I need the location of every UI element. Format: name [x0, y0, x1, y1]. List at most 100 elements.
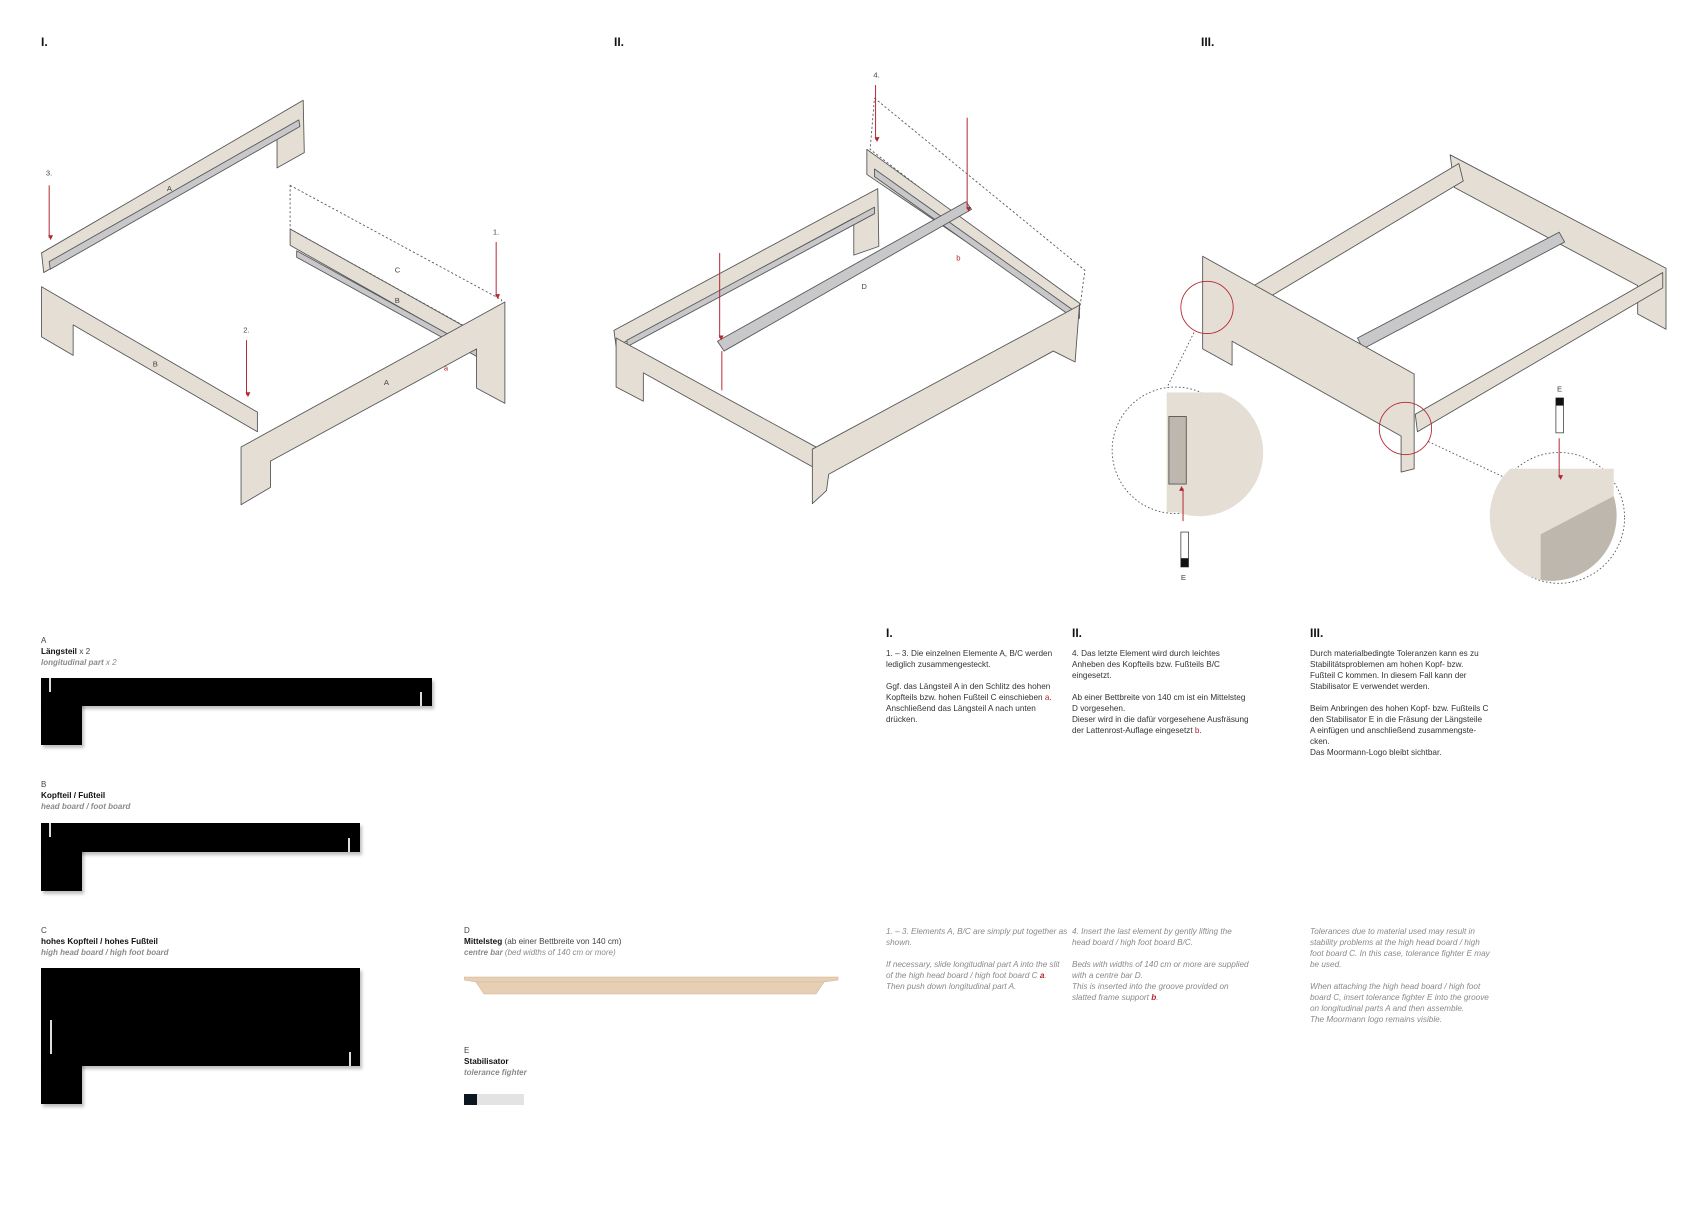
part-label: A	[384, 378, 390, 387]
part-qty-en: x 2	[103, 658, 117, 667]
centre-bar-photo	[464, 976, 839, 995]
text-segment: slatted frame support	[1072, 993, 1152, 1002]
instructions-de-1: 1. – 3. Die einzelnen Elemente A, B/C we…	[886, 648, 1052, 725]
front-right-board	[811, 304, 1080, 505]
part-label: B	[395, 296, 400, 305]
instructions-en-2: 4. Insert the last element by gently lif…	[1072, 926, 1249, 1003]
highlight-circle	[1378, 401, 1433, 456]
text-line: This is inserted into the groove provide…	[1072, 981, 1249, 992]
part-letter: C	[41, 926, 47, 935]
text-segment: Kopfteils bzw. hohen Fußteil C einschieb…	[886, 693, 1045, 702]
text-line: 4. Insert the last element by gently lif…	[1072, 926, 1249, 937]
part-name-de: hohes Kopfteil / hohes Fußteil	[41, 937, 158, 946]
text-line: 4. Das letzte Element wird durch leichte…	[1072, 648, 1249, 659]
highlight-circle	[1180, 280, 1234, 335]
instructions-en-1: 1. – 3. Elements A, B/C are simply put t…	[886, 926, 1067, 992]
marker-reference: a	[1039, 971, 1045, 980]
text-segment: board C, insert tolerance fighter E into…	[1310, 993, 1489, 1002]
instruction-heading: III.	[1310, 626, 1324, 640]
text-line: D vorgesehen.	[1072, 703, 1249, 714]
text-line: stability problems at the high head boar…	[1310, 937, 1490, 948]
right-rail	[1414, 272, 1664, 433]
marker-reference: a	[1044, 693, 1050, 702]
text-segment: Stabilitätsproblemen am hohen Kopf- bzw.	[1310, 660, 1464, 669]
text-line: Anschließend das Längsteil A nach unten	[886, 703, 1052, 714]
text-line: Fußteil C kommen. In diesem Fall kann de…	[1310, 670, 1488, 681]
step-1-heading: I.	[41, 35, 48, 49]
text-segment: When attaching the high head board / hig…	[1310, 982, 1481, 991]
text-segment: Dieser wird in die dafür vorgesehene Aus…	[1072, 715, 1249, 724]
part-letter: D	[464, 926, 470, 935]
detail-board	[1166, 392, 1264, 517]
part-name-de: Stabilisator	[464, 1057, 509, 1066]
part-label: E	[1557, 384, 1562, 393]
back-board	[866, 148, 1080, 319]
text-line: Das Moormann-Logo bleibt sichtbar.	[1310, 747, 1488, 758]
text-line: with a centre bar D.	[1072, 970, 1249, 981]
part-label: C	[395, 266, 401, 275]
text-line: Anheben des Kopfteils bzw. Fußteils B/C	[1072, 659, 1249, 670]
text-segment: If necessary, slide longitudinal part A …	[886, 960, 1060, 969]
centre-bar-d	[717, 201, 972, 352]
detail-board-lower	[1540, 496, 1617, 581]
text-segment: head board / high foot board B/C.	[1072, 938, 1194, 947]
front-left-board	[615, 337, 821, 472]
part-qty-de: x 2	[76, 647, 91, 656]
longitudinal-part-a-front	[240, 301, 506, 506]
leader-line	[1166, 332, 1195, 389]
part-name-de: Längsteil	[41, 647, 77, 656]
step-1-diagram	[41, 99, 506, 506]
text-line: shown.	[886, 937, 1067, 948]
text-line: A einfügen und anschließend zusammengste…	[1310, 725, 1488, 736]
text-segment: The Moormann logo remains visible.	[1310, 1015, 1442, 1024]
callout-label: 4.	[873, 70, 879, 79]
part-letter: B	[41, 780, 47, 789]
part-note-en: (bed widths of 140 cm or more)	[502, 948, 616, 957]
text-segment: .	[1199, 726, 1202, 735]
text-segment: 1. – 3. Elements A, B/C are simply put t…	[886, 927, 1068, 936]
instruction-heading: II.	[1072, 626, 1083, 640]
text-line: 1. – 3. Elements A, B/C are simply put t…	[886, 926, 1067, 937]
text-line: Dieser wird in die dafür vorgesehene Aus…	[1072, 714, 1249, 725]
marker-reference: b	[1194, 726, 1200, 735]
text-segment: foot board C. In this case, tolerance fi…	[1310, 949, 1490, 958]
text-line: foot board C. In this case, tolerance fi…	[1310, 948, 1490, 959]
text-line: drücken.	[886, 714, 1052, 725]
step-2-diagram	[613, 97, 1086, 505]
instruction-col-3: III.	[1310, 626, 1323, 640]
text-segment: lediglich zusammengesteckt.	[886, 660, 991, 669]
instructions-en-3: Tolerances due to material used may resu…	[1310, 926, 1490, 1025]
step-3-heading: III.	[1201, 35, 1215, 49]
marker-label: b	[956, 254, 960, 263]
marker-reference: b	[1151, 993, 1157, 1002]
text-segment: Then push down longitudinal part A.	[886, 982, 1017, 991]
text-segment: Beds with widths of 140 cm or more are s…	[1072, 960, 1249, 969]
text-line: The Moormann logo remains visible.	[1310, 1014, 1490, 1025]
left-rail	[1248, 163, 1464, 297]
text-segment: .	[1044, 971, 1047, 980]
text-segment: of the high head board / high foot board…	[886, 971, 1040, 980]
text-line: board C, insert tolerance fighter E into…	[1310, 992, 1490, 1003]
part-name-de: Mittelsteg	[464, 937, 503, 946]
tolerance-fighter-end	[1555, 397, 1564, 406]
text-segment: Anheben des Kopfteils bzw. Fußteils B/C	[1072, 660, 1220, 669]
text-segment: Ab einer Bettbreite von 140 cm ist ein M…	[1072, 693, 1246, 702]
paragraph-gap	[1310, 692, 1488, 703]
text-segment: Stabilisator E verwendet werden.	[1310, 682, 1430, 691]
text-segment: .	[1156, 993, 1159, 1002]
text-line: Stabilitätsproblemen am hohen Kopf- bzw.	[1310, 659, 1488, 670]
text-line: den Stabilisator E in die Fräsung der Lä…	[1310, 714, 1488, 725]
text-line: Kopfteils bzw. hohen Fußteil C einschieb…	[886, 692, 1052, 703]
text-line: Stabilisator E verwendet werden.	[1310, 681, 1488, 692]
text-segment: Ggf. das Längsteil A in den Schlitz des …	[886, 682, 1051, 691]
text-line: Ab einer Bettbreite von 140 cm ist ein M…	[1072, 692, 1249, 703]
tolerance-fighter-end	[1180, 558, 1189, 567]
centre-bar	[1357, 231, 1566, 350]
text-line: Durch materialbedingte Toleranzen kann e…	[1310, 648, 1488, 659]
paragraph-gap	[1310, 970, 1490, 981]
text-segment: Durch materialbedingte Toleranzen kann e…	[1310, 649, 1479, 658]
text-line: eingesetzt.	[1072, 670, 1249, 681]
text-segment: stability problems at the high head boar…	[1310, 938, 1480, 947]
text-line: slatted frame support b.	[1072, 992, 1249, 1003]
